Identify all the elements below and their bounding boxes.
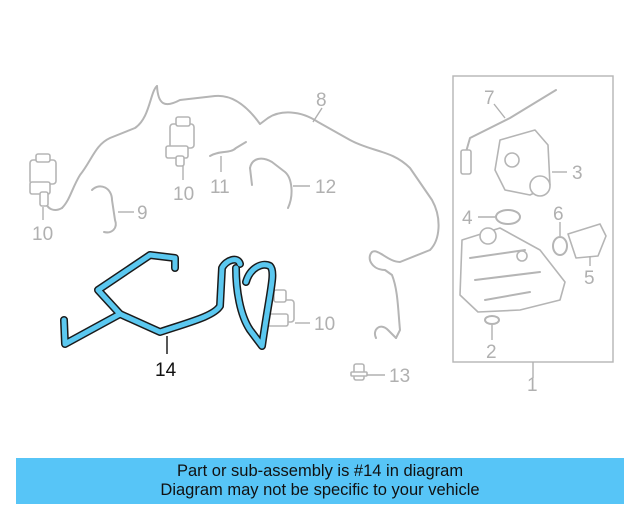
hose-12	[249, 157, 293, 209]
solenoid-valve-10-center	[165, 116, 195, 167]
banner-line-1: Part or sub-assembly is #14 in diagram	[176, 462, 464, 480]
callout-8: 8	[316, 90, 327, 111]
solenoid-valve-10-right	[263, 289, 295, 327]
callout-11: 11	[210, 177, 230, 198]
callout-1: 1	[527, 375, 538, 396]
solenoid-valve-10-left	[29, 153, 57, 207]
callout-13: 13	[389, 366, 410, 387]
seal-2	[484, 315, 500, 325]
hose-9	[91, 185, 117, 234]
callout-3: 3	[572, 163, 583, 184]
o-ring-6	[552, 236, 568, 256]
callout-10-center: 10	[173, 184, 194, 205]
banner-line-2: Diagram may not be specific to your vehi…	[160, 481, 480, 499]
callout-6: 6	[553, 204, 564, 225]
callout-10-left: 10	[32, 224, 53, 245]
hose-11	[209, 141, 247, 157]
seal-4	[495, 209, 521, 225]
callout-4: 4	[462, 208, 473, 229]
assembly-frame	[452, 75, 614, 363]
callout-7: 7	[484, 88, 495, 109]
callout-2: 2	[486, 342, 497, 363]
callout-9: 9	[137, 203, 148, 224]
sensor-7	[465, 89, 557, 153]
parts-diagram: 8 10 10 9 11 12 10 13	[29, 75, 614, 396]
connector-5	[567, 223, 607, 259]
hose-assembly-14-highlighted[interactable]	[60, 251, 277, 350]
callout-14: 14	[155, 360, 177, 381]
callout-10-right: 10	[314, 314, 335, 335]
callout-12: 12	[315, 177, 336, 198]
vacuum-line-8	[156, 85, 440, 339]
info-banner: Part or sub-assembly is #14 in diagram D…	[16, 458, 624, 504]
callout-5: 5	[584, 268, 595, 289]
valve-3	[494, 129, 551, 197]
main-assembly-body	[459, 227, 566, 313]
fitting-13	[350, 363, 368, 381]
